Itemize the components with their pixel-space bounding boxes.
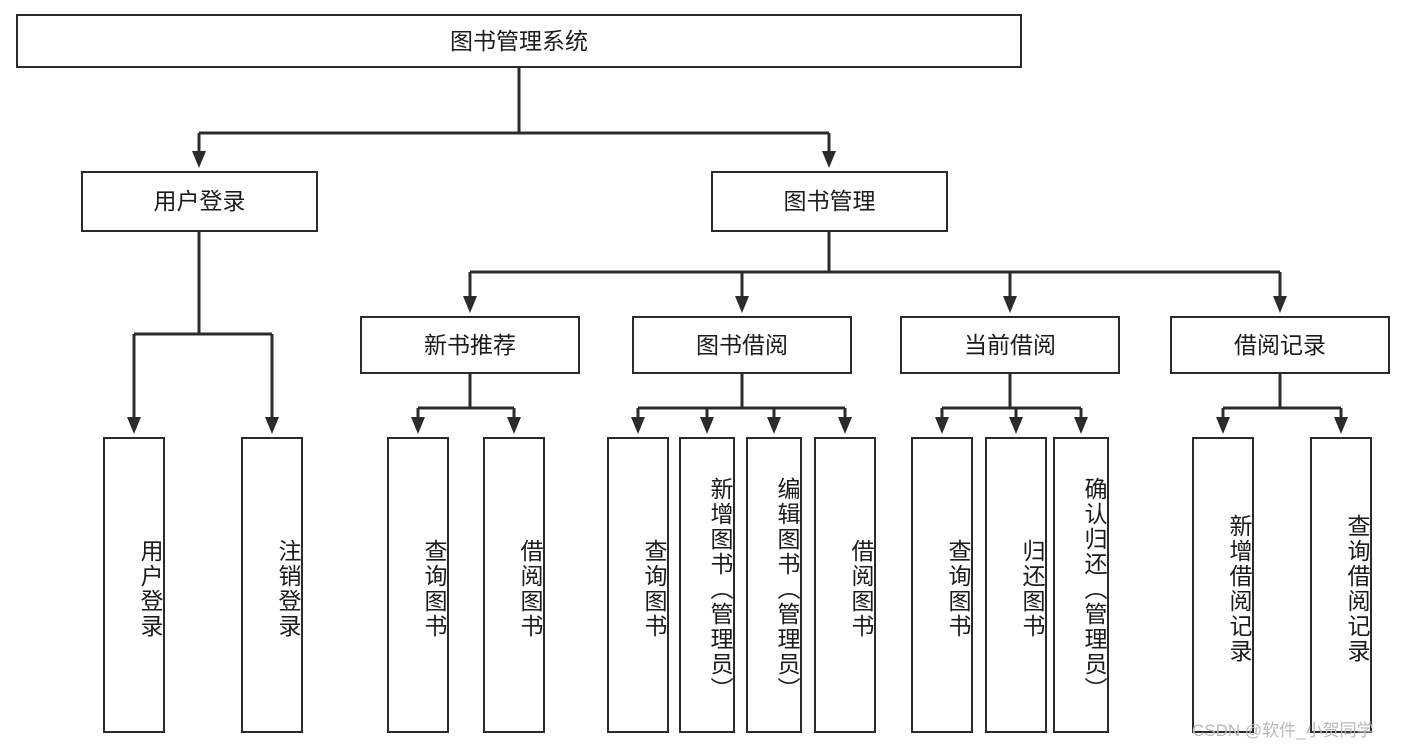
leaf-node-9-label: 归还图书 bbox=[1019, 539, 1045, 639]
level1-node-0[interactable]: 用户登录 bbox=[81, 171, 318, 232]
leaf-node-8-label: 查询图书 bbox=[945, 539, 971, 639]
arrow-head-icon bbox=[1334, 417, 1348, 434]
leaf-node-1[interactable]: 注销登录 bbox=[241, 437, 303, 733]
arrow-head-icon bbox=[767, 417, 781, 434]
arrow-head-icon bbox=[1009, 417, 1023, 434]
leaf-node-0[interactable]: 用户登录 bbox=[103, 437, 165, 733]
arrow-head-icon bbox=[463, 296, 477, 313]
leaf-node-1-label: 注销登录 bbox=[275, 539, 301, 639]
leaf-node-3[interactable]: 借阅图书 bbox=[483, 437, 545, 733]
arrow-head-icon bbox=[838, 417, 852, 434]
leaf-node-2[interactable]: 查询图书 bbox=[387, 437, 449, 733]
root-node-0[interactable]: 图书管理系统 bbox=[16, 14, 1022, 68]
leaf-node-8[interactable]: 查询图书 bbox=[911, 437, 973, 733]
leaf-node-7[interactable]: 借阅图书 bbox=[814, 437, 876, 733]
leaf-node-10[interactable]: 确认归还（管理员） bbox=[1053, 437, 1109, 733]
leaf-node-6-label: 编辑图书（管理员） bbox=[774, 476, 800, 702]
level2-node-0-label: 新书推荐 bbox=[424, 331, 516, 358]
level2-node-1[interactable]: 图书借阅 bbox=[632, 316, 852, 374]
arrow-head-icon bbox=[507, 417, 521, 434]
leaf-node-12-label: 查询借阅记录 bbox=[1344, 514, 1370, 664]
leaf-node-10-label: 确认归还（管理员） bbox=[1081, 476, 1107, 702]
level1-node-1-label: 图书管理 bbox=[783, 188, 876, 215]
leaf-node-9[interactable]: 归还图书 bbox=[985, 437, 1047, 733]
level2-node-3-label: 借阅记录 bbox=[1234, 331, 1326, 358]
arrow-head-icon bbox=[822, 151, 836, 168]
leaf-node-12[interactable]: 查询借阅记录 bbox=[1310, 437, 1372, 733]
leaf-node-6[interactable]: 编辑图书（管理员） bbox=[746, 437, 802, 733]
leaf-node-2-label: 查询图书 bbox=[421, 539, 447, 639]
root-node-0-label: 图书管理系统 bbox=[450, 27, 588, 54]
leaf-node-3-label: 借阅图书 bbox=[517, 539, 543, 639]
arrow-head-icon bbox=[265, 417, 279, 434]
arrow-head-icon bbox=[631, 417, 645, 434]
leaf-node-5[interactable]: 新增图书（管理员） bbox=[679, 437, 735, 733]
level2-node-1-label: 图书借阅 bbox=[696, 331, 788, 358]
leaf-node-11-label: 新增借阅记录 bbox=[1226, 514, 1252, 664]
leaf-node-4-label: 查询图书 bbox=[641, 539, 667, 639]
arrow-head-icon bbox=[735, 296, 749, 313]
leaf-node-4[interactable]: 查询图书 bbox=[607, 437, 669, 733]
arrow-head-icon bbox=[411, 417, 425, 434]
arrow-head-icon bbox=[1273, 296, 1287, 313]
arrow-head-icon bbox=[1074, 417, 1088, 434]
arrow-head-icon bbox=[1216, 417, 1230, 434]
level2-node-3[interactable]: 借阅记录 bbox=[1170, 316, 1390, 374]
arrow-head-icon bbox=[192, 151, 206, 168]
arrow-head-icon bbox=[1003, 296, 1017, 313]
level2-node-0[interactable]: 新书推荐 bbox=[360, 316, 580, 374]
level2-node-2-label: 当前借阅 bbox=[964, 331, 1056, 358]
level1-node-1[interactable]: 图书管理 bbox=[711, 171, 948, 232]
leaf-node-11[interactable]: 新增借阅记录 bbox=[1192, 437, 1254, 733]
arrow-head-icon bbox=[700, 417, 714, 434]
leaf-node-7-label: 借阅图书 bbox=[848, 539, 874, 639]
leaf-node-0-label: 用户登录 bbox=[137, 539, 163, 639]
leaf-node-5-label: 新增图书（管理员） bbox=[707, 476, 733, 702]
arrow-head-icon bbox=[935, 417, 949, 434]
level2-node-2[interactable]: 当前借阅 bbox=[900, 316, 1120, 374]
level1-node-0-label: 用户登录 bbox=[153, 188, 246, 215]
arrow-head-icon bbox=[127, 417, 141, 434]
